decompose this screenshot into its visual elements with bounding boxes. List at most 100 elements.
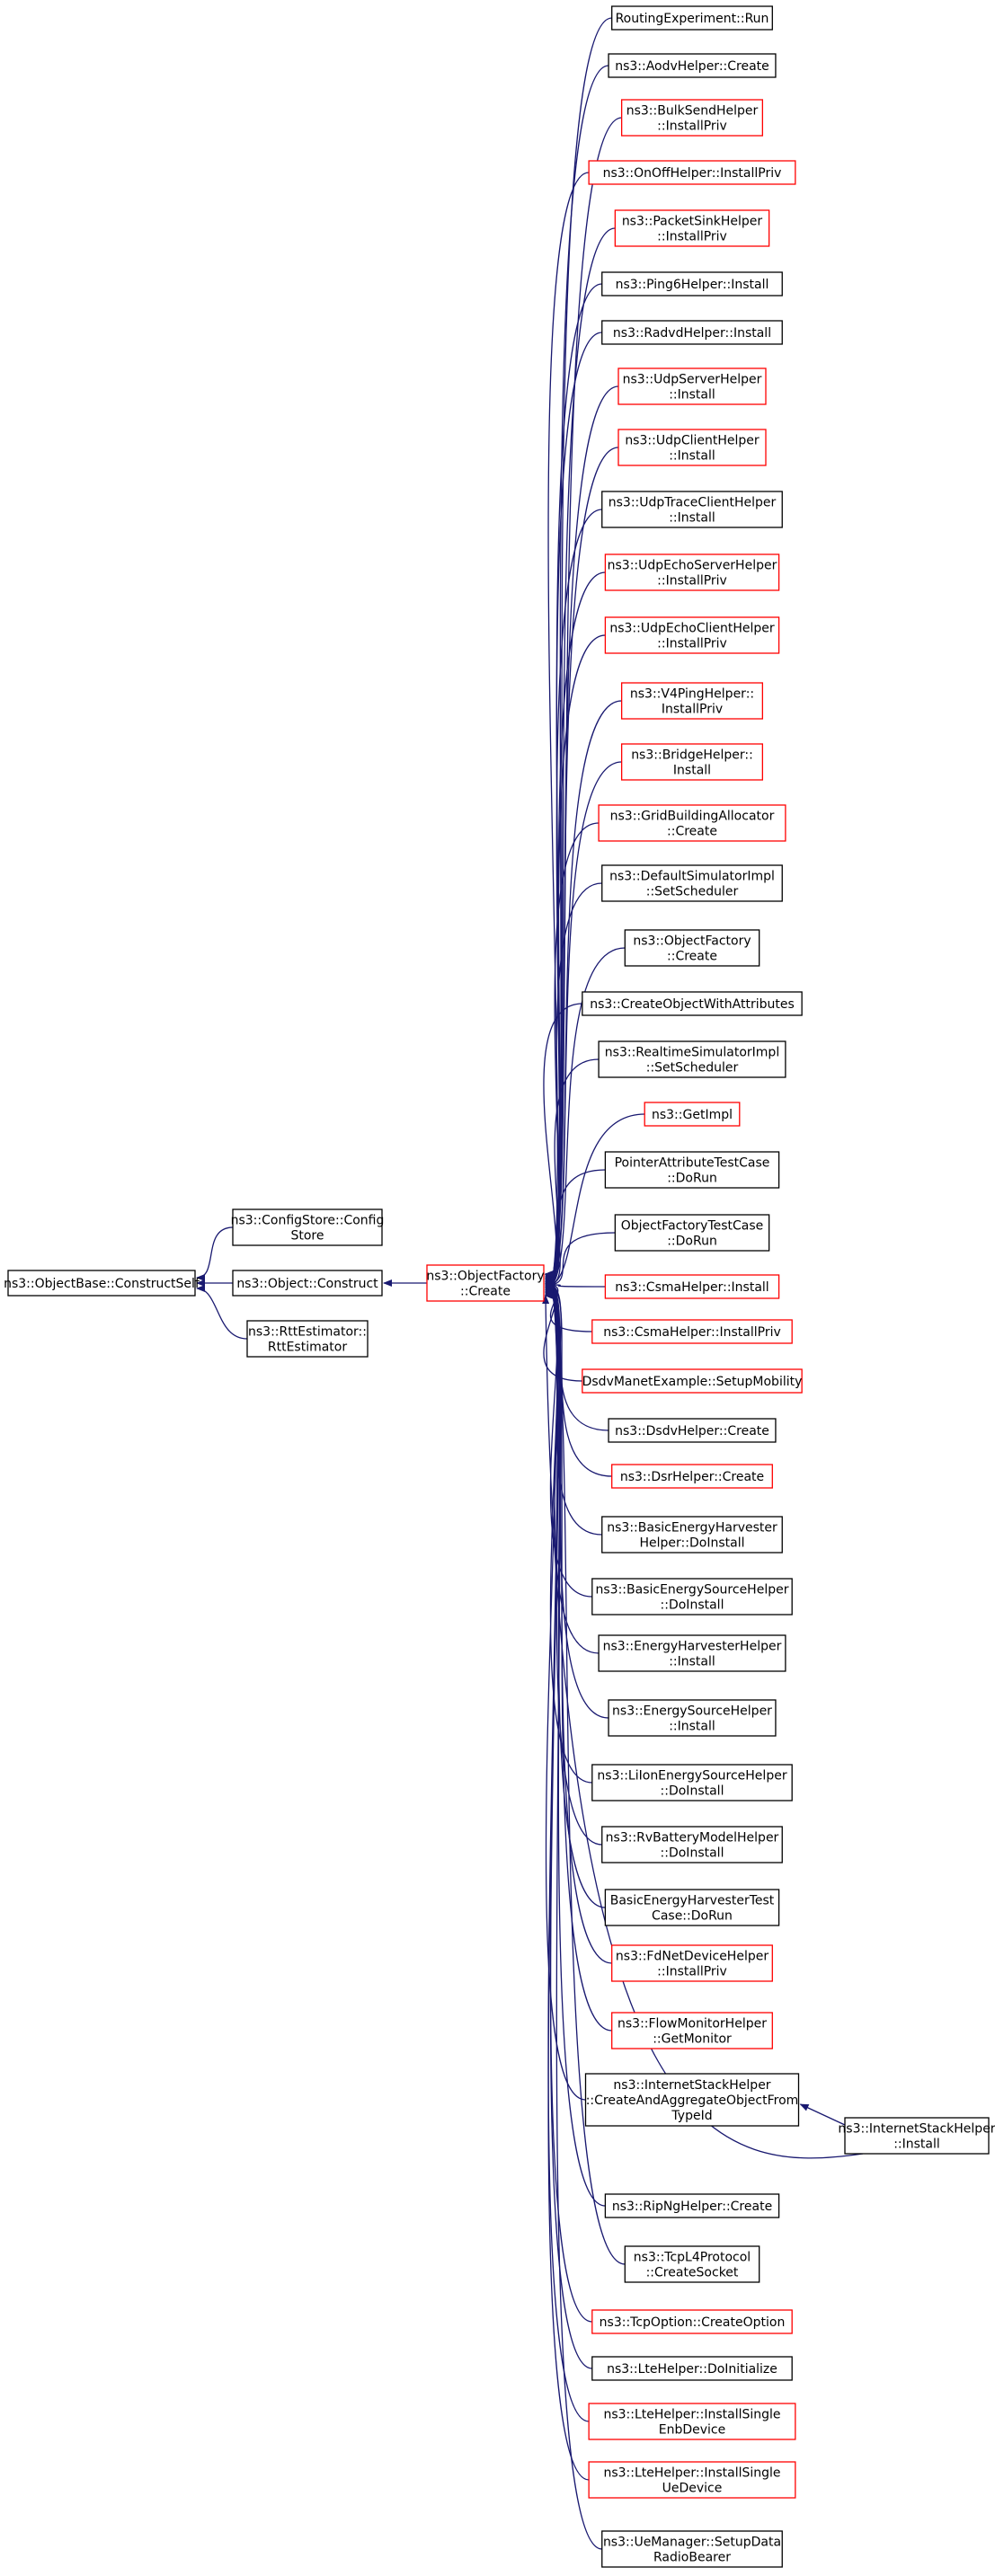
node-box: [7, 1270, 196, 1297]
node-label: ns3::LteHelper::DoInitialize: [607, 2362, 777, 2377]
node-label: ns3::RttEstimator::: [248, 1325, 367, 1340]
node-ns3-flowmonitorhelper-getmonitor[interactable]: ns3::FlowMonitorHelper::GetMonitor: [611, 2012, 773, 2049]
node-ns3-getimpl[interactable]: ns3::GetImpl: [644, 1102, 741, 1127]
node-ns3-v4pinghelper-installpriv[interactable]: ns3::V4PingHelper::InstallPriv: [621, 682, 764, 720]
node-label: ns3::TcpOption::CreateOption: [600, 2315, 786, 2330]
node-ns3-udpechoserverhelper-installpriv[interactable]: ns3::UdpEchoServerHelper::InstallPriv: [604, 553, 780, 591]
node-label: ::Install: [893, 2138, 940, 2152]
node-ns3-ltehelper-doinitialize[interactable]: ns3::LteHelper::DoInitialize: [591, 2356, 793, 2381]
node-label: ns3::CsmaHelper::Install: [615, 1280, 768, 1295]
node-ns3-defaultsimulatorimpl-setscheduler[interactable]: ns3::DefaultSimulatorImpl::SetScheduler: [601, 864, 783, 902]
node-box: [604, 1151, 780, 1189]
node-ns3-udptraceclienthelper-install[interactable]: ns3::UdpTraceClientHelper::Install: [601, 491, 783, 528]
node-box: [601, 864, 783, 902]
node-ns3-radvdhelper-install[interactable]: ns3::RadvdHelper::Install: [601, 320, 783, 345]
node-box: [232, 1270, 383, 1297]
node-ns3-createobjectwithattributes[interactable]: ns3::CreateObjectWithAttributes: [582, 991, 803, 1016]
node-ns3-objectfactory-create[interactable]: ns3::ObjectFactory::Create: [426, 1264, 545, 1302]
node-ns3-gridbuildingallocator-create[interactable]: ns3::GridBuildingAllocator::Create: [598, 804, 786, 842]
node-ns3-rttestimator-rttestimator[interactable]: ns3::RttEstimator::RttEstimator: [246, 1320, 369, 1358]
node-label: ns3::CreateObjectWithAttributes: [590, 997, 795, 1012]
edge-to-factory: [543, 1003, 582, 1292]
node-ns3-basicenergysourcehelper-doinstall[interactable]: ns3::BasicEnergySourceHelper::DoInstall: [591, 1578, 793, 1616]
node-box: [601, 1516, 783, 1554]
node-ns3-rvbatterymodelhelper-doinstall[interactable]: ns3::RvBatteryModelHelper::DoInstall: [601, 1826, 783, 1863]
node-label: ns3::LteHelper::InstallSingle: [603, 2408, 780, 2422]
edge-to-factory: [545, 1270, 602, 2550]
node-ns3-internetstackhelper-createandaggregateobjectfromtypeid[interactable]: ns3::InternetStackHelper::CreateAndAggre…: [584, 2073, 800, 2127]
node-label: ::Create: [667, 825, 717, 839]
node-ns3-ripnghelper-create[interactable]: ns3::RipNgHelper::Create: [604, 2193, 780, 2218]
node-pointerattributetestcase-dorun[interactable]: PointerAttributeTestCase::DoRun: [604, 1151, 780, 1189]
node-ns3-internetstackhelper-install[interactable]: ns3::InternetStackHelper::Install: [838, 2117, 995, 2155]
node-label: ns3::FlowMonitorHelper: [617, 2017, 767, 2032]
node-ns3-liionenergysourcehelper-doinstall[interactable]: ns3::LiIonEnergySourceHelper::DoInstall: [591, 1764, 793, 1801]
node-ns3-onoffhelper-installpriv[interactable]: ns3::OnOffHelper::InstallPriv: [588, 160, 796, 185]
node-ns3-object-construct[interactable]: ns3::Object::Construct: [232, 1270, 383, 1297]
node-objectfactorytestcase-dorun[interactable]: ObjectFactoryTestCase::DoRun: [614, 1214, 770, 1252]
node-ns3-bridgehelper-install[interactable]: ns3::BridgeHelper::Install: [621, 743, 764, 781]
node-label: ::DoInstall: [661, 1846, 724, 1861]
node-ns3-energyharvesterhelper-install[interactable]: ns3::EnergyHarvesterHelper::Install: [598, 1634, 786, 1672]
node-label: ns3::LiIonEnergySourceHelper: [597, 1769, 786, 1784]
node-ns3-csmahelper-install[interactable]: ns3::CsmaHelper::Install: [604, 1274, 780, 1299]
node-label: ns3::PacketSinkHelper: [622, 215, 763, 229]
node-ns3-udpserverhelper-install[interactable]: ns3::UdpServerHelper::Install: [617, 367, 767, 405]
node-ns3-basicenergyharvesterhelper-doinstall[interactable]: ns3::BasicEnergyHarvesterHelper::DoInsta…: [601, 1516, 783, 1554]
node-ns3-configstore-configstore[interactable]: ns3::ConfigStore::ConfigStore: [231, 1208, 385, 1246]
node-ns3-tcpoption-createoption[interactable]: ns3::TcpOption::CreateOption: [591, 2309, 793, 2334]
node-ns3-bulksendhelper-installpriv[interactable]: ns3::BulkSendHelper::InstallPriv: [621, 99, 764, 137]
node-ns3-objectbase-constructself[interactable]: ns3::ObjectBase::ConstructSelf: [4, 1270, 200, 1297]
node-box: [611, 5, 773, 31]
node-label: ::DoRun: [667, 1172, 717, 1186]
node-box: [582, 991, 803, 1016]
node-label: ns3::RealtimeSimulatorImpl: [605, 1046, 779, 1060]
node-box: [591, 2356, 793, 2381]
node-label: ns3::ObjectFactory: [633, 934, 751, 949]
node-ns3-fdnetdevicehelper-installpriv[interactable]: ns3::FdNetDeviceHelper::InstallPriv: [611, 1944, 773, 1982]
node-label: ::DoRun: [667, 1235, 717, 1249]
node-ns3-dsdvhelper-create[interactable]: ns3::DsdvHelper::Create: [608, 1418, 777, 1443]
edge-to-factory: [545, 1232, 616, 1289]
node-label: ::InstallPriv: [657, 120, 727, 134]
node-ns3-udpclienthelper-install[interactable]: ns3::UdpClientHelper::Install: [617, 429, 767, 466]
node-dsdvmanetexample-setupmobility[interactable]: DsdvManetExample::SetupMobility: [582, 1368, 803, 1394]
node-label: ns3::LteHelper::InstallSingle: [603, 2466, 780, 2481]
edge-to-factory: [545, 1280, 606, 1288]
node-ns3-objectfactory-create[interactable]: ns3::ObjectFactory::Create: [624, 929, 760, 967]
node-box: [614, 1214, 770, 1252]
node-label: EnbDevice: [659, 2423, 725, 2438]
node-ns3-packetsinkhelper-installpriv[interactable]: ns3::PacketSinkHelper::InstallPriv: [614, 209, 770, 247]
node-ns3-csmahelper-installpriv[interactable]: ns3::CsmaHelper::InstallPriv: [591, 1319, 793, 1344]
node-ns3-dsrhelper-create[interactable]: ns3::DsrHelper::Create: [611, 1464, 773, 1489]
node-box: [617, 367, 767, 405]
node-label: ns3::BulkSendHelper: [626, 104, 759, 119]
edge-to-factory: [545, 1280, 592, 1332]
node-label: ::Install: [669, 511, 715, 526]
node-label: ns3::RadvdHelper::Install: [613, 326, 771, 341]
node-label: ns3::UeManager::SetupData: [603, 2536, 781, 2550]
node-ns3-realtimesimulatorimpl-setscheduler[interactable]: ns3::RealtimeSimulatorImpl::SetScheduler: [598, 1040, 786, 1078]
node-ns3-tcpl4protocol-createsocket[interactable]: ns3::TcpL4Protocol::CreateSocket: [624, 2245, 760, 2283]
node-ns3-udpechoclienthelper-installpriv[interactable]: ns3::UdpEchoClientHelper::InstallPriv: [604, 616, 780, 654]
node-ns3-energysourcehelper-install[interactable]: ns3::EnergySourceHelper::Install: [608, 1699, 777, 1737]
node-ns3-aodvhelper-create[interactable]: ns3::AodvHelper::Create: [608, 53, 777, 78]
edge-to-factory: [545, 1058, 600, 1291]
node-box: [621, 682, 764, 720]
node-label: ::CreateAndAggregateObjectFrom: [586, 2094, 799, 2108]
edge-outer-to-factory: [542, 1295, 864, 2159]
node-box: [601, 320, 783, 345]
node-label: ns3::InternetStackHelper: [613, 2078, 770, 2093]
node-label: ns3::GetImpl: [652, 1108, 733, 1122]
node-box: [584, 2073, 800, 2127]
node-box: [588, 2403, 796, 2440]
node-ns3-ping6helper-install[interactable]: ns3::Ping6Helper::Install: [601, 271, 783, 297]
node-label: DsdvManetExample::SetupMobility: [582, 1375, 803, 1389]
node-label: ns3::RvBatteryModelHelper: [606, 1831, 779, 1846]
edge-to-root: [196, 1285, 248, 1340]
node-routingexperiment-run[interactable]: RoutingExperiment::Run: [611, 5, 773, 31]
